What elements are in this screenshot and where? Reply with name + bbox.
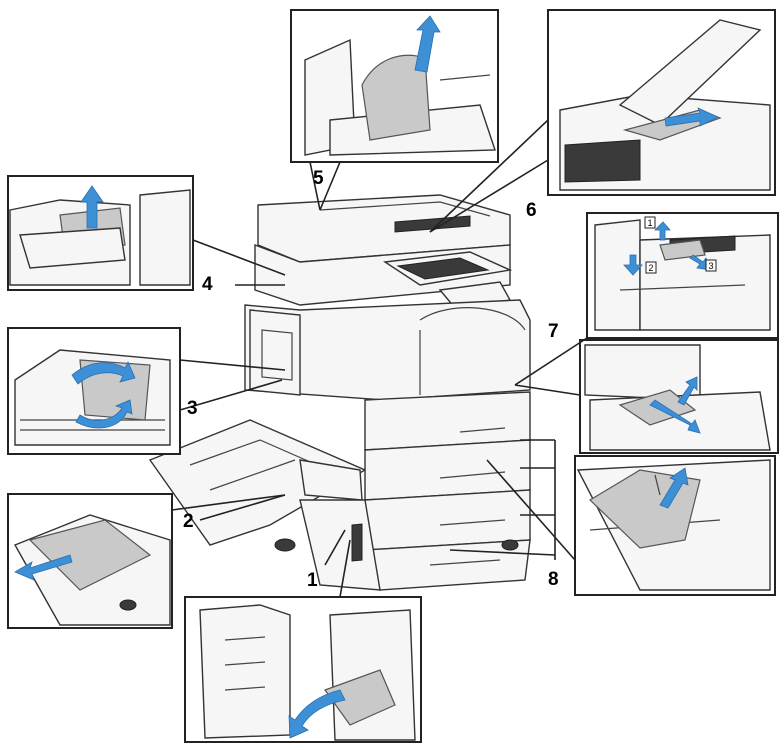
detail-box-8 xyxy=(574,455,776,596)
callout-3: 3 xyxy=(187,398,198,419)
detail-box-5 xyxy=(290,9,499,163)
detail-box-2 xyxy=(7,493,173,629)
callout-7: 7 xyxy=(548,321,559,342)
leader-lines xyxy=(171,119,588,598)
callout-1: 1 xyxy=(307,570,318,591)
detail-box-4 xyxy=(7,175,194,291)
detail-box-7 xyxy=(579,339,779,454)
finisher-tag-2: 2 xyxy=(645,261,657,274)
printer xyxy=(148,194,531,591)
svg-text:2: 2 xyxy=(648,263,653,273)
callout-4: 4 xyxy=(202,274,213,295)
svg-text:1: 1 xyxy=(647,218,652,228)
detail-box-3 xyxy=(7,327,181,455)
callout-5: 5 xyxy=(313,168,324,189)
detail-box-1 xyxy=(184,596,422,743)
callout-6: 6 xyxy=(526,200,537,221)
detail-box-finisher: 1 2 3 xyxy=(586,212,779,339)
finisher-tag-1: 1 xyxy=(644,216,656,229)
finisher-tag-3: 3 xyxy=(705,259,717,272)
svg-text:3: 3 xyxy=(708,261,713,271)
detail-box-6 xyxy=(547,9,776,196)
callout-2: 2 xyxy=(183,511,194,532)
callout-8: 8 xyxy=(548,569,559,590)
